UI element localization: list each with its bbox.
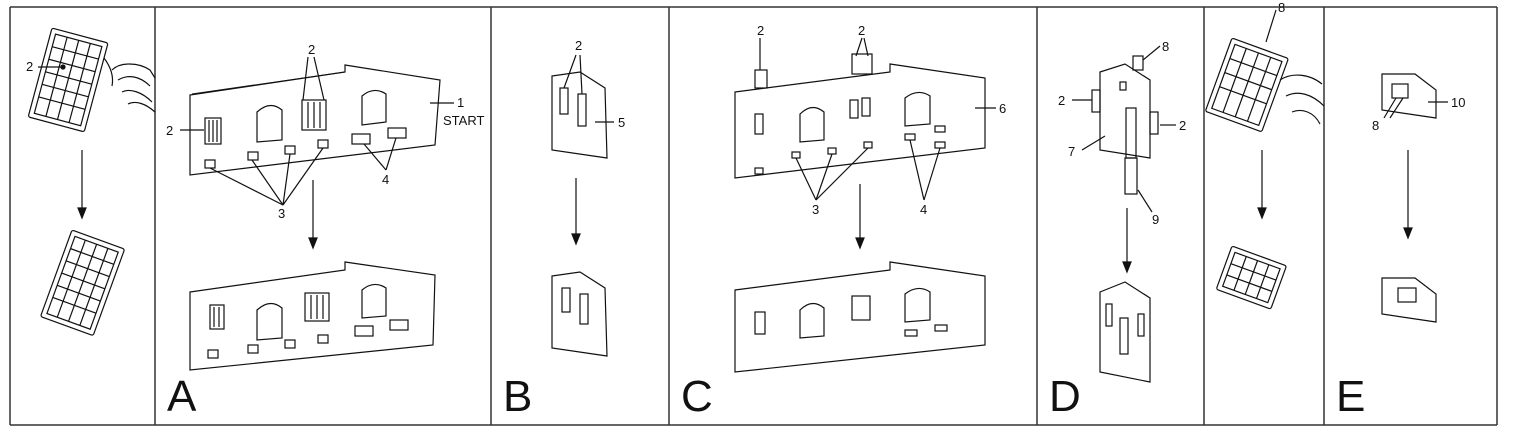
callout-a-3: 3 <box>278 206 285 221</box>
callout-d-2b: 2 <box>1179 118 1186 133</box>
panel-film <box>28 27 156 336</box>
panel-e <box>1381 73 1448 323</box>
callout-a-1: 1 <box>457 95 464 110</box>
arch-window-2 <box>361 89 387 126</box>
crenellation-top <box>191 71 346 95</box>
callout-c-6: 6 <box>999 101 1006 116</box>
callout-a-2b: 2 <box>308 42 315 57</box>
callout-c-2b: 2 <box>858 23 865 38</box>
panel-e-box: E <box>1324 7 1497 425</box>
wall-small-e-top <box>1381 73 1437 119</box>
callout-b-2: 2 <box>575 38 582 53</box>
panel-c <box>734 37 996 373</box>
callout-d-9: 9 <box>1152 212 1159 227</box>
slot-tab <box>1124 157 1138 195</box>
callout-b-5: 5 <box>618 115 625 130</box>
hand-icon <box>111 63 156 113</box>
wall-long-top <box>189 64 441 176</box>
arch-window-1 <box>256 104 283 143</box>
step-letter-d: D <box>1049 372 1081 421</box>
panel-d-box: D <box>1037 7 1204 425</box>
wall-long-bottom <box>189 261 436 371</box>
wall-gable-top <box>551 71 608 159</box>
panel-film-2 <box>1205 9 1325 310</box>
callout-c-2a: 2 <box>757 23 764 38</box>
wall-long-c-bottom <box>734 261 986 373</box>
callout-e-10: 10 <box>1451 95 1465 110</box>
callout-c-4: 4 <box>920 202 927 217</box>
callout-e-8: 8 <box>1372 118 1379 133</box>
window-sheet-bottom <box>40 229 125 336</box>
window-sheet-d-top <box>1205 37 1289 132</box>
window-grid <box>38 37 99 123</box>
callout-c-3: 3 <box>812 202 819 217</box>
callout-d-7: 7 <box>1068 144 1075 159</box>
panel-b <box>551 54 614 357</box>
callout-labels: 2 2 2 1 START 3 4 2 5 2 2 6 3 4 8 2 2 7 … <box>26 0 1465 227</box>
panel-a <box>180 56 454 371</box>
step-letter-a: A <box>167 372 197 421</box>
callout-a-4: 4 <box>382 172 389 187</box>
window-sheet-d-bottom <box>1216 245 1287 310</box>
callout-d-8: 8 <box>1162 39 1169 54</box>
step-letter-b: B <box>503 372 533 421</box>
step-letter-c: C <box>681 372 713 421</box>
panel-d <box>1072 45 1176 383</box>
panel-b-box: B <box>491 7 669 425</box>
window-grill-2 <box>301 99 327 131</box>
window-grill <box>204 117 222 145</box>
panel-frame <box>9 6 1498 426</box>
vent-1 <box>351 133 371 145</box>
callout-a-start: START <box>443 113 484 128</box>
window-sheet-top <box>28 27 109 133</box>
panel-a-box: A <box>155 7 491 425</box>
panel-c-box: C <box>669 7 1037 425</box>
wall-small-e-bottom <box>1381 277 1437 323</box>
callout-d-2a: 2 <box>1058 93 1065 108</box>
callout-film-2: 2 <box>26 59 33 74</box>
vent-2 <box>387 127 407 139</box>
callout-film2-8: 8 <box>1278 0 1285 15</box>
hand-icon-2 <box>1279 74 1325 125</box>
callout-a-2a: 2 <box>166 123 173 138</box>
step-letter-e: E <box>1336 372 1366 421</box>
